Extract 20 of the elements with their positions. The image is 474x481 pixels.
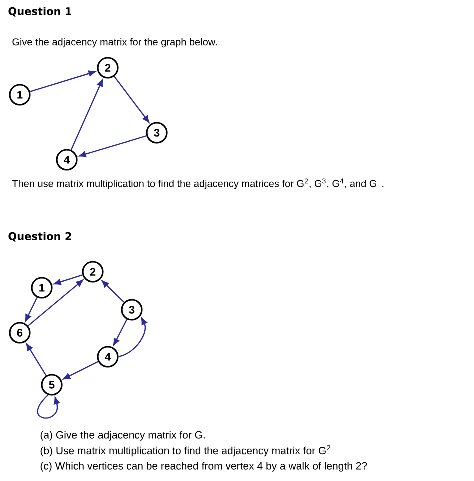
arrow <box>114 76 150 124</box>
question-text: (b) Use matrix multiplication to find the adjacency matrix for G$^{2}$ <box>40 445 330 457</box>
question-text: (c) Which vertices can be reached from vertex 4 by a walk of length 2? <box>40 462 368 472</box>
arrow <box>54 274 83 286</box>
question-text: (a) Give the adjacency matrix for G. <box>40 431 205 441</box>
arrow <box>25 297 38 322</box>
arrow <box>102 280 125 303</box>
arrow <box>26 344 47 376</box>
heading: Question 1 <box>8 7 72 17</box>
arrow <box>30 70 96 92</box>
arrow <box>118 318 148 358</box>
arrow <box>113 319 128 346</box>
question-text: Give the adjacency matrix for the graph below. <box>12 38 217 48</box>
arrow <box>79 136 147 158</box>
heading: Question 2 <box>8 232 72 242</box>
arrow <box>37 394 60 419</box>
arrow <box>63 361 99 380</box>
arrow <box>70 79 104 150</box>
arrow <box>28 280 84 327</box>
question-text: Then use matrix multiplication to find the adjacency matrices for G$^{2}$, G$^{3}$, G$^{4}$, and G$^{+}$. <box>12 178 384 190</box>
